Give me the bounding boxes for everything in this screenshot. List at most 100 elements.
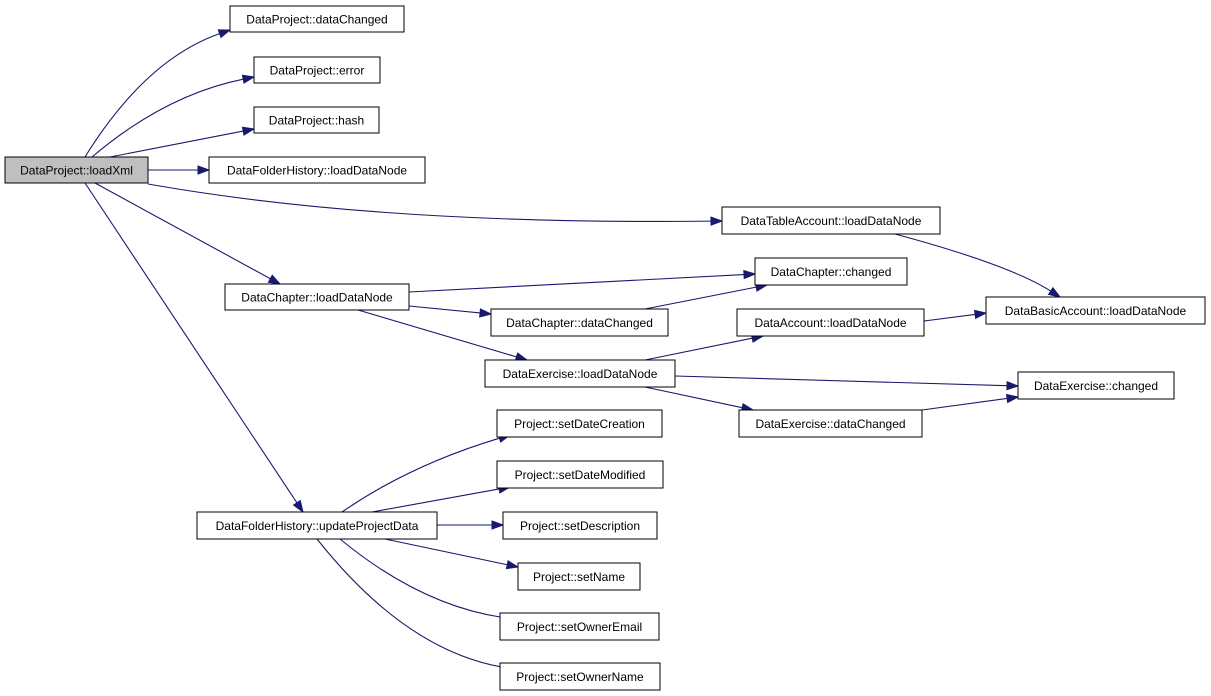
node-project-setowneremail[interactable]: Project::setOwnerEmail bbox=[499, 612, 660, 641]
edge-n6-n11 bbox=[357, 309, 529, 362]
node-label: DataBasicAccount::loadDataNode bbox=[1005, 304, 1187, 318]
arrow-head-icon bbox=[241, 74, 256, 84]
arrow-head-icon bbox=[1006, 380, 1020, 391]
node-project-setdatemodified[interactable]: Project::setDateModified bbox=[496, 460, 664, 489]
node-label: DataProject::error bbox=[270, 64, 365, 78]
node-label: DataAccount::loadDataNode bbox=[754, 316, 906, 330]
node-dataexercise-loaddatanode[interactable]: DataExercise::loadDataNode bbox=[484, 359, 676, 388]
edge-line bbox=[894, 233, 1052, 292]
arrow-head-icon bbox=[1047, 286, 1062, 298]
arrow-head-icon bbox=[241, 126, 256, 136]
node-label: DataExercise::changed bbox=[1034, 379, 1158, 393]
edge-line bbox=[339, 538, 503, 618]
node-label: DataProject::hash bbox=[269, 114, 364, 128]
edge-n0-n4 bbox=[148, 165, 211, 175]
node-datachapter-datachanged[interactable]: DataChapter::dataChanged bbox=[490, 308, 669, 337]
edge-n6-n7 bbox=[408, 269, 757, 293]
edge-n0-n16 bbox=[84, 182, 304, 514]
node-project-setownername[interactable]: Project::setOwnerName bbox=[499, 662, 661, 691]
edge-n5-n8 bbox=[894, 233, 1062, 298]
edge-n16-n20 bbox=[316, 538, 515, 672]
edge-line bbox=[923, 313, 976, 322]
arrow-head-icon bbox=[217, 29, 232, 39]
node-label: Project::setName bbox=[533, 570, 625, 584]
arrow-head-icon bbox=[1005, 393, 1020, 404]
node-label: DataExercise::dataChanged bbox=[755, 417, 905, 431]
node-databasicaccount-loaddatanode[interactable]: DataBasicAccount::loadDataNode bbox=[985, 296, 1206, 325]
edge-n0-n2 bbox=[91, 74, 256, 158]
edge-n16-n17 bbox=[437, 520, 505, 530]
node-label: DataChapter::changed bbox=[771, 265, 892, 279]
node-dataproject-hash[interactable]: DataProject::hash bbox=[253, 106, 380, 134]
node-datatableaccount-loaddatanode[interactable]: DataTableAccount::loadDataNode bbox=[721, 206, 941, 235]
node-dataaccount-loaddatanode[interactable]: DataAccount::loadDataNode bbox=[736, 308, 925, 337]
node-dataexercise-changed[interactable]: DataExercise::changed bbox=[1017, 371, 1175, 400]
arrow-head-icon bbox=[267, 274, 282, 285]
arrow-head-icon bbox=[973, 309, 988, 320]
edge-n0-n5 bbox=[147, 183, 724, 226]
arrow-head-icon bbox=[292, 499, 304, 514]
node-project-setdatecreation[interactable]: Project::setDateCreation bbox=[496, 409, 663, 438]
edge-line bbox=[316, 538, 503, 668]
edge-n13-n12 bbox=[921, 393, 1020, 411]
edge-line bbox=[147, 183, 712, 223]
node-label: DataFolderHistory::updateProjectData bbox=[216, 519, 419, 533]
edge-n0-n1 bbox=[84, 29, 232, 158]
arrow-head-icon bbox=[197, 165, 211, 175]
node-label: DataChapter::dataChanged bbox=[506, 316, 653, 330]
node-datafolderhistory-updateprojectdata[interactable]: DataFolderHistory::updateProjectData bbox=[196, 511, 438, 540]
edge-line bbox=[644, 286, 757, 310]
edge-line bbox=[371, 488, 500, 513]
edge-n0-n6 bbox=[94, 182, 282, 285]
node-project-setname[interactable]: Project::setName bbox=[517, 562, 641, 591]
edge-n16-n19 bbox=[339, 538, 515, 622]
edge-n10-n8 bbox=[923, 309, 988, 322]
node-label: Project::setOwnerEmail bbox=[517, 620, 642, 634]
arrow-head-icon bbox=[505, 560, 520, 570]
node-dataexercise-datachanged[interactable]: DataExercise::dataChanged bbox=[738, 409, 923, 438]
edge-line bbox=[644, 337, 753, 361]
edge-line bbox=[94, 182, 271, 280]
node-label: DataFolderHistory::loadDataNode bbox=[227, 164, 407, 178]
edge-line bbox=[921, 397, 1008, 411]
edge-line bbox=[674, 375, 1008, 387]
edge-n0-n3 bbox=[109, 126, 256, 158]
edge-n11-n13 bbox=[644, 386, 755, 413]
node-label: Project::setDateModified bbox=[515, 468, 646, 482]
node-label: DataChapter::loadDataNode bbox=[241, 291, 393, 305]
node-dataproject-loadxml[interactable]: DataProject::loadXml bbox=[4, 156, 149, 184]
edge-line bbox=[644, 386, 743, 409]
node-dataproject-datachanged[interactable]: DataProject::dataChanged bbox=[229, 5, 405, 33]
edge-line bbox=[357, 309, 517, 358]
node-label: Project::setOwnerName bbox=[516, 670, 644, 684]
node-project-setdescription[interactable]: Project::setDescription bbox=[502, 511, 658, 540]
edge-line bbox=[84, 33, 220, 158]
node-label: DataProject::dataChanged bbox=[246, 13, 387, 27]
edge-n16-n14 bbox=[341, 433, 512, 513]
node-label: DataTableAccount::loadDataNode bbox=[741, 214, 922, 228]
edge-n16-n15 bbox=[371, 484, 512, 513]
edge-n9-n7 bbox=[644, 282, 769, 310]
node-datachapter-loaddatanode[interactable]: DataChapter::loadDataNode bbox=[224, 283, 410, 311]
edge-line bbox=[109, 130, 244, 158]
arrow-head-icon bbox=[710, 216, 724, 226]
node-label: Project::setDescription bbox=[520, 519, 640, 533]
node-label: DataExercise::loadDataNode bbox=[503, 367, 658, 381]
node-label: DataProject::loadXml bbox=[20, 164, 133, 178]
arrow-head-icon bbox=[491, 520, 505, 530]
edge-line bbox=[91, 78, 244, 158]
node-label: Project::setDateCreation bbox=[514, 417, 645, 431]
edge-n11-n12 bbox=[674, 375, 1020, 391]
node-datafolderhistory-loaddatanode[interactable]: DataFolderHistory::loadDataNode bbox=[208, 156, 426, 184]
edge-line bbox=[384, 538, 508, 566]
arrow-head-icon bbox=[479, 308, 493, 318]
node-dataproject-error[interactable]: DataProject::error bbox=[253, 56, 381, 84]
edge-n6-n9 bbox=[408, 305, 493, 318]
edge-line bbox=[408, 274, 745, 293]
edge-line bbox=[408, 305, 481, 314]
edge-layer bbox=[84, 29, 1062, 672]
edge-n11-n10 bbox=[644, 333, 765, 361]
arrow-head-icon bbox=[743, 269, 757, 280]
node-datachapter-changed[interactable]: DataChapter::changed bbox=[754, 257, 908, 286]
edge-line bbox=[84, 182, 298, 504]
